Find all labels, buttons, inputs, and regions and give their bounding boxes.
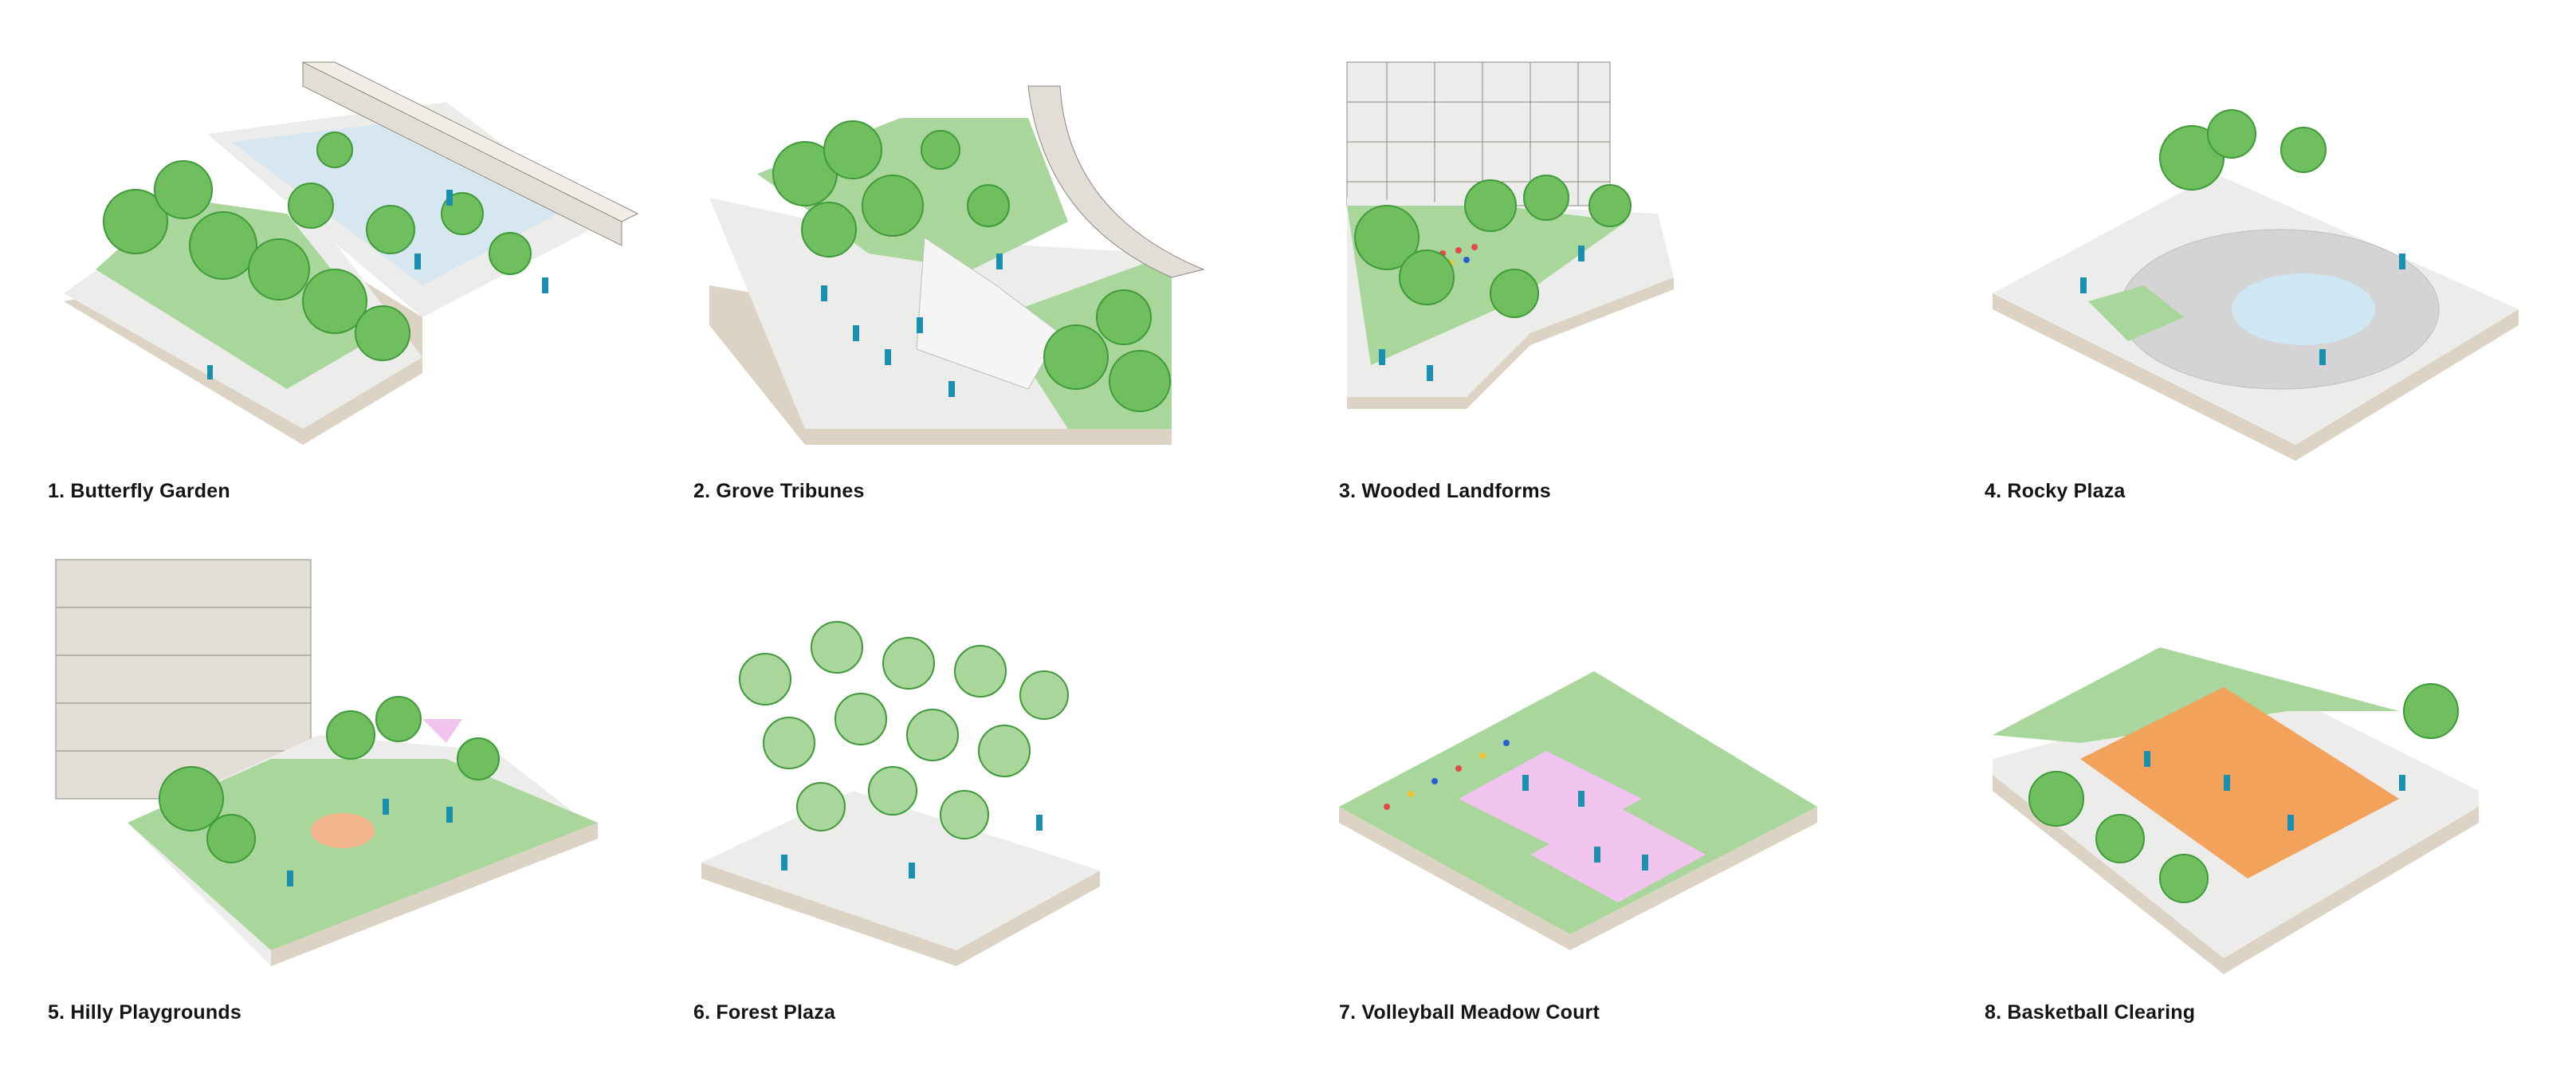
tree-cluster: [772, 120, 1171, 412]
caption-forest-plaza: 6. Forest Plaza: [693, 1001, 836, 1024]
bench-dots: [1384, 740, 1510, 810]
panel-butterfly-garden: 1. Butterfly Garden: [48, 14, 670, 509]
people: [2080, 254, 2405, 365]
people: [287, 799, 453, 886]
caption-hilly-playgrounds: 5. Hilly Playgrounds: [48, 1001, 242, 1024]
wooded-landforms-illustration: [1346, 61, 1674, 409]
panel-volleyball-meadow-court: 7. Volleyball Meadow Court: [1339, 536, 1961, 1030]
volleyball-meadow-court-illustration: [1339, 671, 1817, 950]
people: [821, 254, 1003, 397]
tree-cluster: [103, 132, 532, 361]
butterfly-garden-illustration: [64, 61, 639, 445]
tree-cluster: [159, 696, 500, 863]
caption-butterfly-garden: 1. Butterfly Garden: [48, 480, 230, 502]
panel-grove-tribunes: 2. Grove Tribunes: [693, 14, 1315, 509]
caption-volleyball-meadow-court: 7. Volleyball Meadow Court: [1339, 1001, 1600, 1024]
forest-plaza-illustration: [701, 621, 1100, 966]
people: [207, 190, 548, 379]
people: [1379, 246, 1584, 381]
panel-forest-plaza: 6. Forest Plaza: [693, 536, 1315, 1030]
caption-wooded-landforms: 3. Wooded Landforms: [1339, 480, 1551, 502]
people: [2144, 751, 2405, 831]
tree-cluster: [2028, 683, 2459, 903]
hilly-playgrounds-illustration: [55, 559, 598, 966]
basketball-clearing-illustration: [1993, 647, 2479, 974]
tree-grid: [739, 621, 1069, 839]
caption-basketball-clearing: 8. Basketball Clearing: [1985, 1001, 2196, 1024]
panel-basketball-clearing: 8. Basketball Clearing: [1985, 536, 2576, 1030]
tree-cluster: [2159, 109, 2327, 191]
panel-rocky-plaza: 4. Rocky Plaza: [1985, 14, 2576, 509]
panel-wooded-landforms: 3. Wooded Landforms: [1339, 14, 1961, 509]
people: [781, 815, 1043, 878]
caption-grove-tribunes: 2. Grove Tribunes: [693, 480, 865, 502]
tree-cluster: [1354, 175, 1632, 318]
people: [1522, 775, 1648, 871]
rocky-plaza-illustration: [1993, 109, 2519, 461]
caption-rocky-plaza: 4. Rocky Plaza: [1985, 480, 2126, 502]
panel-hilly-playgrounds: 5. Hilly Playgrounds: [48, 536, 670, 1030]
grove-tribunes-illustration: [709, 85, 1205, 445]
